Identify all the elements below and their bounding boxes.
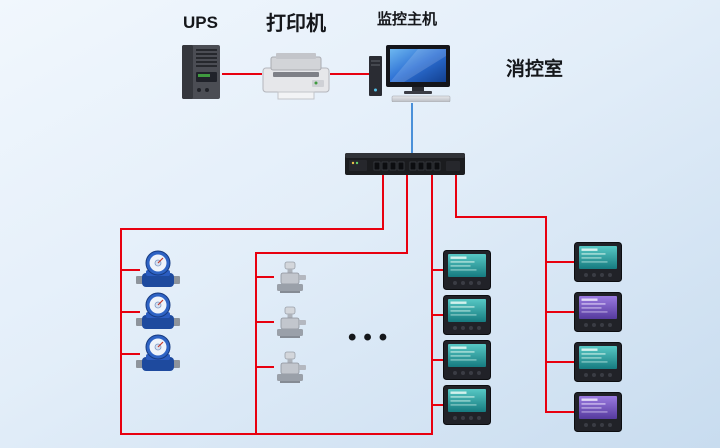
water-meter-icon <box>136 250 180 294</box>
connection-line <box>455 175 457 218</box>
water-meter-device <box>136 292 180 332</box>
water-meter-device <box>136 250 180 290</box>
sensor-device <box>272 305 308 339</box>
sensor-icon <box>272 351 308 388</box>
line-ups-printer <box>222 73 262 75</box>
printer-device <box>260 52 332 100</box>
sensor-icon <box>272 306 308 343</box>
connection-line <box>406 175 408 254</box>
desktop-computer-icon <box>368 45 454 106</box>
connection-line <box>120 269 140 271</box>
connection-line <box>545 216 547 413</box>
connection-line <box>255 252 257 435</box>
water-meter-device <box>136 334 180 374</box>
host-label: 监控主机 <box>377 11 438 28</box>
power-meter-device <box>443 385 491 425</box>
connection-line <box>545 311 576 313</box>
printer-icon <box>260 53 332 104</box>
line-printer-host <box>330 73 369 75</box>
power-meter-icon <box>574 242 622 286</box>
connection-line <box>431 175 433 435</box>
network-switch-icon <box>344 153 466 182</box>
sensor-icon <box>272 261 308 298</box>
power-meter-icon <box>443 340 491 384</box>
data-collector-device <box>344 150 466 178</box>
connection-line <box>431 314 445 316</box>
connection-line <box>455 216 547 218</box>
power-meter-icon <box>574 342 622 386</box>
power-meter-icon <box>443 250 491 294</box>
connection-line <box>255 321 274 323</box>
power-meter-device <box>443 295 491 335</box>
power-meter-device <box>443 340 491 380</box>
connection-line <box>431 404 445 406</box>
connection-line <box>255 366 274 368</box>
ellipsis-dots: ••• <box>348 324 395 351</box>
connection-line <box>431 269 445 271</box>
power-meter-icon <box>443 295 491 339</box>
control-room-label: 消控室 <box>506 59 564 80</box>
connection-line <box>545 261 576 263</box>
connection-line <box>255 276 274 278</box>
connection-line <box>382 175 384 230</box>
water-meter-icon <box>136 334 180 378</box>
power-meter-icon <box>574 392 622 436</box>
connection-line <box>120 433 433 435</box>
printer-label: 打印机 <box>266 13 326 35</box>
power-meter-icon <box>443 385 491 429</box>
ups-label: UPS <box>183 13 218 32</box>
sensor-device <box>272 350 308 384</box>
connection-line <box>545 361 576 363</box>
connection-line <box>120 228 122 435</box>
ups-device <box>181 44 221 100</box>
ups-tower-icon <box>181 45 221 104</box>
connection-line <box>120 228 384 230</box>
power-meter-device <box>574 342 622 382</box>
host-computer-device <box>368 44 454 103</box>
power-meter-device <box>574 292 622 332</box>
connection-line <box>431 359 445 361</box>
power-meter-device <box>443 250 491 290</box>
sensor-device <box>272 260 308 294</box>
water-meter-icon <box>136 292 180 336</box>
power-meter-icon <box>574 292 622 336</box>
connection-line <box>120 353 140 355</box>
power-meter-device <box>574 392 622 432</box>
power-meter-device <box>574 242 622 282</box>
connection-line <box>120 311 140 313</box>
connection-line <box>255 252 408 254</box>
connection-line <box>545 411 576 413</box>
line-host-collector <box>411 103 413 153</box>
